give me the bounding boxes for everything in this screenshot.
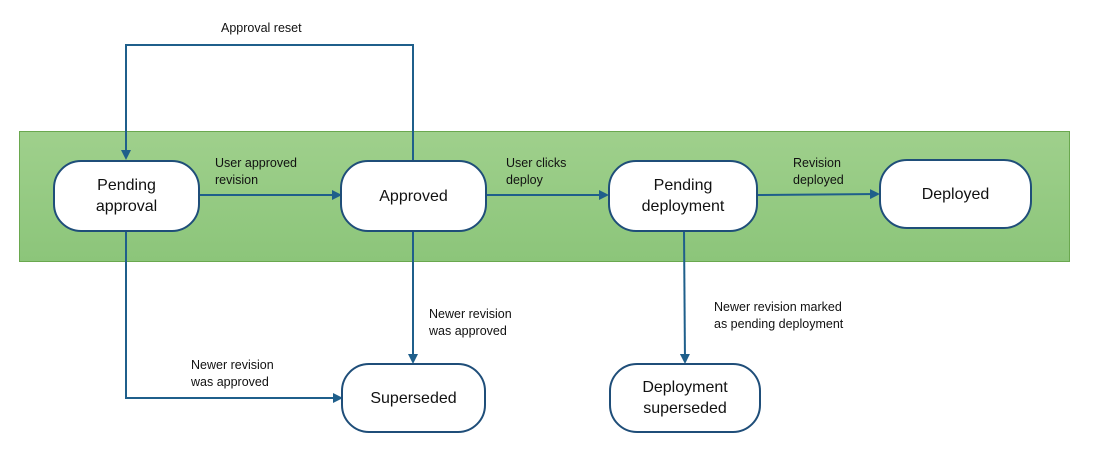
node-deployed: Deployed (879, 159, 1032, 229)
node-pending-deployment: Pending deployment (608, 160, 758, 232)
node-pending-approval: Pending approval (53, 160, 200, 232)
node-deployment-superseded: Deployment superseded (609, 363, 761, 433)
edge-approval-reset (121, 44, 414, 160)
label-revision-deployed: Revision deployed (793, 156, 844, 187)
label-newer-revision-approved-right: Newer revision was approved (429, 307, 512, 338)
label-user-clicks-deploy: User clicks deploy (506, 156, 567, 187)
edge-pending-approval-to-superseded (125, 232, 343, 403)
edge-revision-deployed (756, 189, 880, 200)
node-approved: Approved (340, 160, 487, 232)
label-newer-revision-pending-deployment: Newer revision marked as pending deploym… (714, 300, 844, 331)
label-approval-reset: Approval reset (221, 21, 302, 35)
label-user-approved-revision: User approved revision (215, 156, 297, 187)
label-newer-revision-approved-left: Newer revision was approved (191, 358, 274, 389)
node-superseded: Superseded (341, 363, 486, 433)
edge-pending-deployment-to-deployment-superseded (679, 230, 690, 364)
